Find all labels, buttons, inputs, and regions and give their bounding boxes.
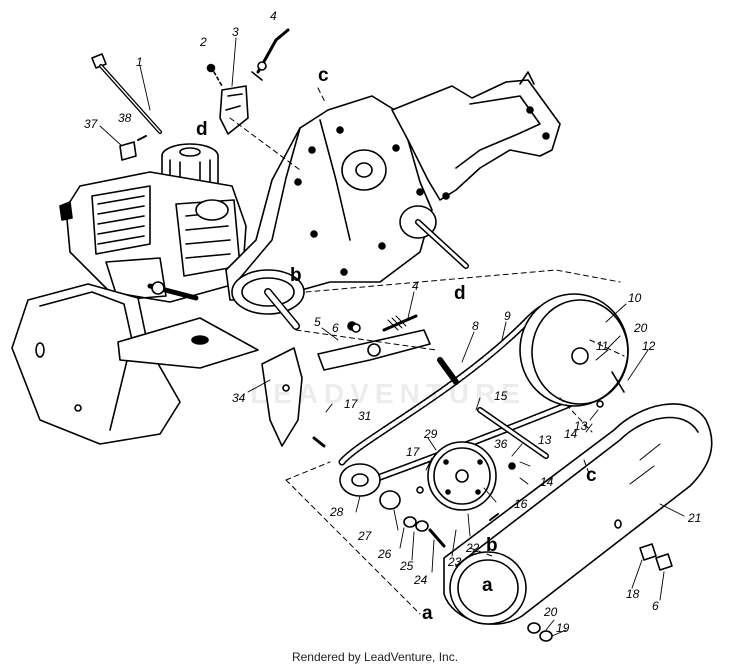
part-number-37: 37 — [84, 117, 98, 131]
part-number-34: 34 — [232, 391, 246, 405]
part-number-18: 18 — [626, 587, 640, 601]
part-number-29: 29 — [424, 427, 438, 441]
part-number-4-lower: 4 — [412, 279, 419, 293]
part-number-20: 20 — [634, 321, 648, 335]
part-number-20-lower: 20 — [544, 605, 558, 619]
ref-letter-a-bottom: a — [422, 603, 433, 624]
part-number-5: 5 — [314, 315, 321, 329]
part-number-1: 1 — [136, 55, 143, 69]
rear-frame — [391, 71, 561, 201]
part-number-21: 21 — [688, 511, 702, 525]
engine-assembly — [59, 143, 247, 303]
transmission-housing — [225, 95, 469, 330]
ref-letter-d-lower: d — [454, 283, 466, 304]
part-number-17-lower: 17 — [406, 445, 420, 459]
part-number-23: 23 — [448, 555, 462, 569]
large-pulley — [519, 293, 629, 407]
throttle-cable-part — [251, 28, 290, 81]
assembly-leader-lines — [229, 87, 625, 615]
shaft-parts — [437, 357, 625, 470]
part-number-16: 16 — [514, 497, 528, 511]
ref-letter-d-top: d — [196, 119, 208, 140]
part-number-13: 13 — [574, 419, 588, 433]
ref-letter-c-lower: c — [586, 465, 597, 486]
callout-lines — [99, 37, 685, 637]
part-number-4: 4 — [270, 9, 277, 23]
spacer-hardware — [379, 486, 446, 548]
ref-letter-b-lower: b — [486, 535, 498, 556]
part-number-36: 36 — [494, 437, 508, 451]
cable-bracket-part — [206, 63, 249, 135]
part-number-9: 9 — [504, 309, 511, 323]
part-number-14: 14 — [564, 427, 578, 441]
part-number-3: 3 — [232, 25, 239, 39]
muffler-guard — [11, 283, 181, 445]
idler-pulley — [427, 441, 497, 511]
part-number-2: 2 — [200, 35, 207, 49]
part-number-6: 6 — [332, 321, 339, 335]
part-number-15: 15 — [494, 389, 508, 403]
lower-bracket — [261, 347, 326, 448]
part-number-26: 26 — [378, 547, 392, 561]
part-number-8: 8 — [472, 319, 479, 333]
part-number-12: 12 — [642, 339, 656, 353]
part-number-10: 10 — [628, 291, 642, 305]
clip-part — [119, 135, 147, 161]
part-number-24: 24 — [414, 573, 428, 587]
part-number-28: 28 — [330, 505, 344, 519]
part-number-19: 19 — [556, 621, 570, 635]
part-number-25: 25 — [400, 559, 414, 573]
ref-letter-a-guard: a — [482, 575, 493, 596]
part-number-38: 38 — [118, 111, 132, 125]
part-number-11: 11 — [596, 339, 609, 353]
render-credit: Rendered by LeadVenture, Inc. — [291, 650, 459, 664]
part-number-22: 22 — [466, 541, 480, 555]
nut-hardware — [351, 323, 673, 642]
part-number-27: 27 — [358, 529, 372, 543]
watermark: LEADVENTURE — [250, 378, 527, 409]
belt-guard — [443, 403, 713, 625]
part-number-14-lower: 14 — [540, 475, 554, 489]
part-number-6-lower: 6 — [652, 599, 659, 613]
part-number-13-lower: 13 — [538, 433, 552, 447]
long-bolt-part — [91, 53, 162, 134]
engine-mount-plate — [117, 317, 259, 369]
part-number-31: 31 — [358, 409, 372, 423]
ref-letter-c-top: c — [318, 65, 329, 86]
ref-letter-b-top: b — [290, 265, 302, 286]
engine-pulley — [339, 463, 381, 497]
idler-arm — [317, 314, 431, 371]
part-number-17: 17 — [344, 397, 358, 411]
